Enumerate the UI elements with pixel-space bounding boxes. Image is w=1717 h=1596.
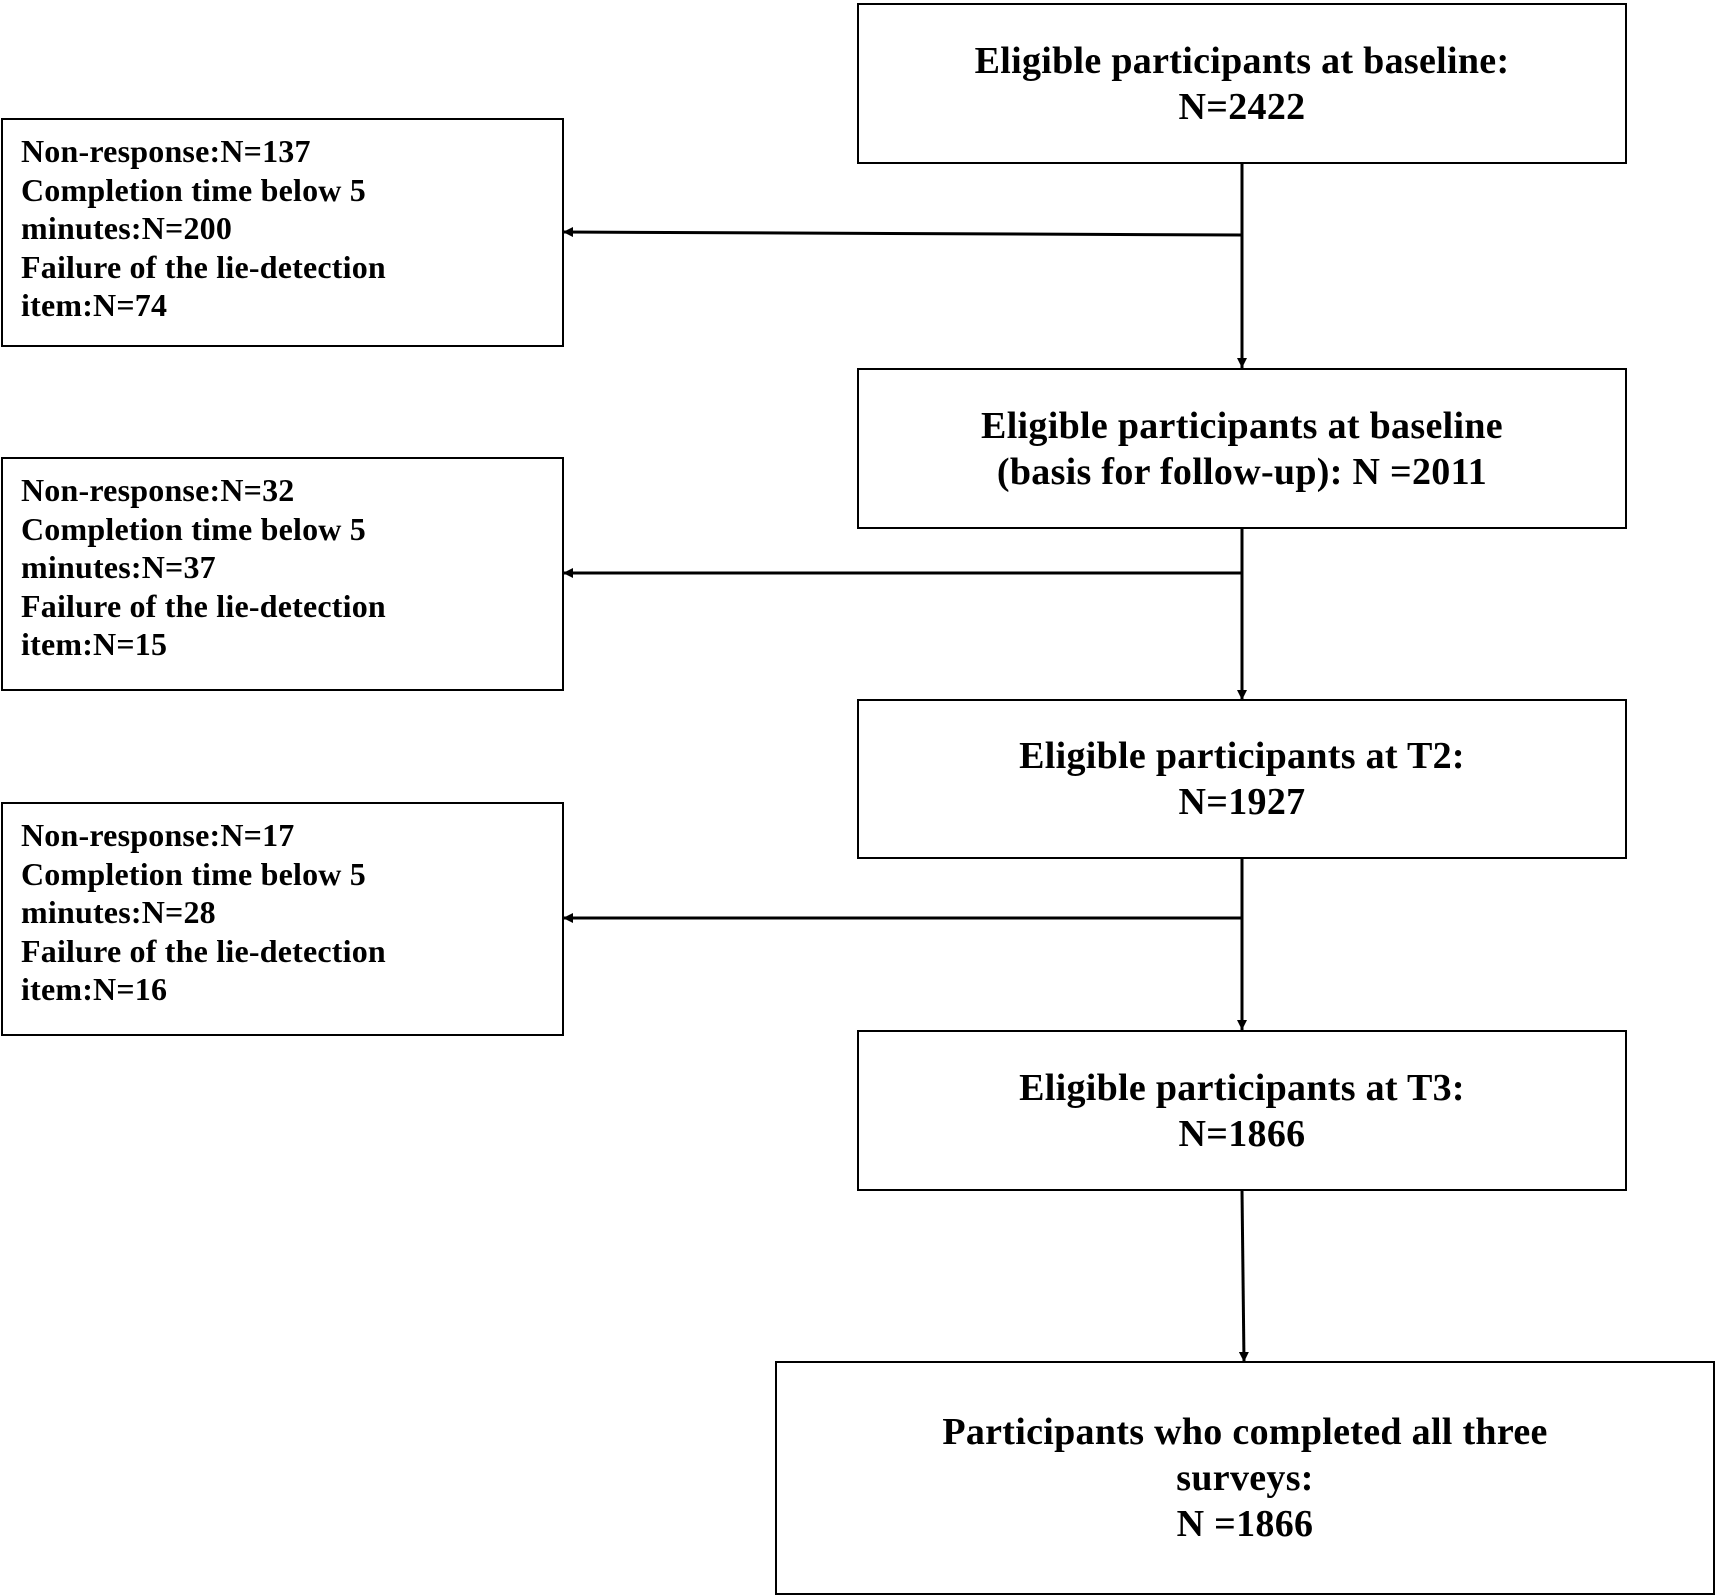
exclusion-1-completion-time: Completion time below 5 (21, 171, 367, 208)
box-baseline-line-1: Eligible participants at baseline: (974, 39, 1510, 82)
exclusion-3-minutes: minutes:N=28 (21, 894, 216, 930)
box-t2-line-1: Eligible participants at T2: (1019, 735, 1465, 777)
exclusion-box-1: Non-response:N=137 Completion time below… (1, 118, 564, 347)
box-baseline: Eligible participants at baseline: N=242… (857, 3, 1627, 164)
exclusion-2-item: item:N=15 (21, 626, 168, 662)
exclusion-2-completion-time: Completion time below 5 (21, 510, 367, 547)
box-baseline-followup-line-2: (basis for follow-up): N =2011 (996, 450, 1488, 493)
box-t2-line-2: N=1927 (1178, 781, 1306, 823)
box-completed-all-line-2: surveys: (1176, 1457, 1314, 1499)
box-baseline-followup: Eligible participants at baseline (basis… (857, 368, 1627, 529)
box-baseline-followup-line-1: Eligible participants at baseline (981, 404, 1503, 447)
exclusion-1-non-response: Non-response:N=137 (21, 133, 311, 169)
box-t3-line-2: N=1866 (1178, 1112, 1306, 1155)
exclusion-1-item: item:N=74 (21, 287, 168, 323)
exclusion-3-lie-detection: Failure of the lie-detection (21, 932, 386, 969)
box-t3: Eligible participants at T3: N=1866 (857, 1030, 1627, 1191)
exclusion-2-lie-detection: Failure of the lie-detection (21, 587, 386, 624)
box-baseline-line-2: N=2422 (1178, 85, 1306, 128)
arrow-t3-to-completed (1238, 1189, 1249, 1363)
exclusion-1-minutes: minutes:N=200 (21, 210, 233, 246)
box-t3-line-1: Eligible participants at T3: (1019, 1066, 1465, 1109)
exclusion-2-minutes: minutes:N=37 (21, 549, 216, 585)
exclusion-3-item: item:N=16 (21, 971, 168, 1007)
box-t2: Eligible participants at T2: N=1927 (857, 699, 1627, 859)
arrow-exclusion-1 (562, 227, 1243, 238)
exclusion-box-2: Non-response:N=32 Completion time below … (1, 457, 564, 691)
box-completed-all: Participants who completed all three sur… (775, 1361, 1715, 1595)
exclusion-3-non-response: Non-response:N=17 (21, 817, 295, 853)
exclusion-2-non-response: Non-response:N=32 (21, 472, 295, 508)
exclusion-box-3: Non-response:N=17 Completion time below … (1, 802, 564, 1036)
box-completed-all-line-1: Participants who completed all three (942, 1411, 1548, 1453)
box-completed-all-line-3: N =1866 (1176, 1503, 1314, 1545)
exclusion-1-lie-detection: Failure of the lie-detection (21, 248, 386, 285)
exclusion-3-completion-time: Completion time below 5 (21, 855, 367, 892)
